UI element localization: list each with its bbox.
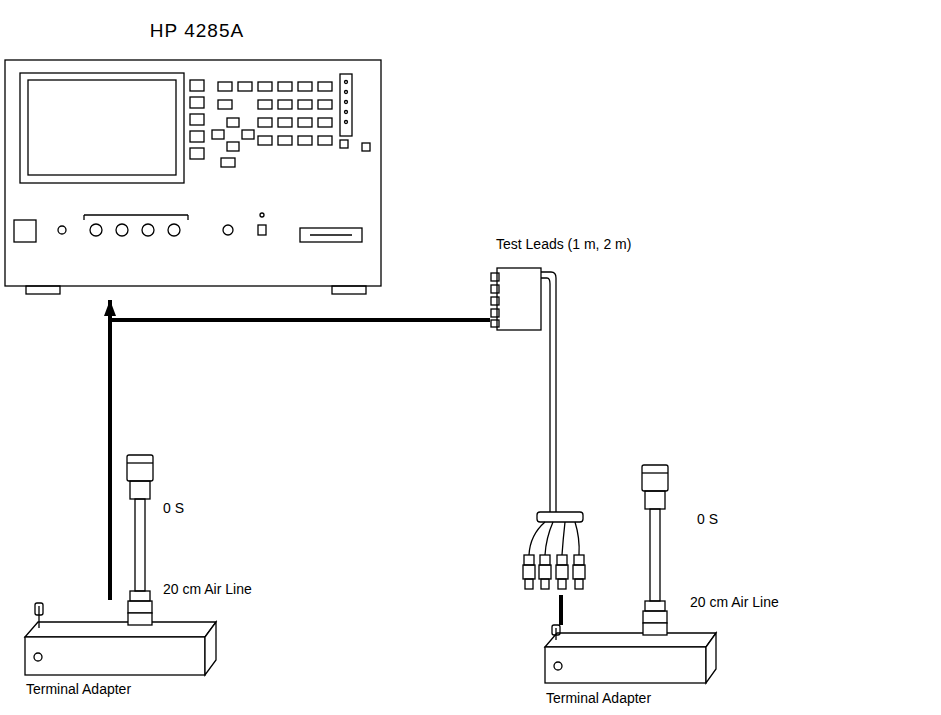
instrument-node: HP 4285A	[5, 12, 389, 300]
terminal-adapter-drawing	[545, 623, 716, 683]
instrument-drawing	[5, 60, 381, 294]
cable-connector	[561, 595, 562, 625]
node-label: Test Leads (1 m, 2 m)	[496, 236, 701, 253]
part-label: 20 cm Air Line	[690, 594, 779, 611]
cable-connector	[110, 300, 490, 320]
impedance-label: 0 S	[163, 500, 184, 517]
cable-connector	[104, 300, 116, 600]
terminal-adapter-node: Terminal Adapter	[540, 625, 722, 709]
terminal-adapter-drawing	[25, 603, 216, 675]
node-label: Terminal Adapter	[26, 681, 216, 698]
air-line-drawing	[127, 455, 153, 613]
impedance-label: 0 S	[697, 511, 718, 528]
terminal-adapter-node: Terminal Adapter	[20, 600, 222, 700]
node-label: Terminal Adapter	[546, 690, 716, 707]
air-line-drawing	[642, 465, 668, 623]
instrument-title: HP 4285A	[9, 20, 385, 42]
test-leads-drawing	[491, 268, 585, 589]
test-leads-node: Test Leads (1 m, 2 m)	[490, 236, 707, 595]
part-label: 20 cm Air Line	[163, 581, 252, 598]
